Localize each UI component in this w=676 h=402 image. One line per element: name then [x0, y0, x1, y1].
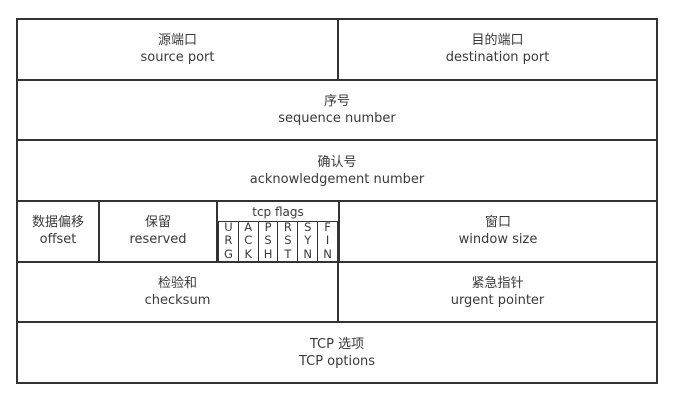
flag-syn: S Y N [298, 219, 319, 261]
flag-fin: F I N [318, 219, 338, 261]
flag-rst-letter-1: R [283, 219, 292, 234]
flag-fin-letter-2: I [325, 233, 330, 248]
flag-psh: P S H [259, 219, 279, 261]
header-row-options: TCP 选项 TCP options [18, 323, 656, 382]
flag-psh-letter-2: S [264, 233, 272, 248]
field-tcp-options-label-cn: TCP 选项 [309, 336, 365, 352]
field-checksum-label-cn: 检验和 [157, 275, 197, 291]
field-source-port-label-cn: 源端口 [157, 33, 197, 49]
field-reserved-label-en: reserved [129, 232, 187, 248]
flag-syn-letter-3: N [303, 247, 313, 261]
flag-ack-letter-3: K [244, 247, 253, 261]
field-urgent-pointer-label-en: urgent pointer [450, 293, 545, 309]
flag-ack: A C K [239, 219, 259, 261]
flag-psh-letter-3: H [263, 247, 273, 261]
field-tcp-flags: tcp flags U R G A C K P S H R [218, 202, 340, 261]
flag-rst-letter-2: S [284, 233, 292, 248]
flag-fin-letter-3: N [323, 247, 332, 261]
flag-rst-letter-3: T [284, 247, 292, 261]
field-tcp-options-label-en: TCP options [298, 353, 376, 369]
field-checksum-label-en: checksum [144, 293, 211, 309]
field-urgent-pointer: 紧急指针 urgent pointer [339, 263, 656, 322]
flag-rst: R S T [278, 219, 299, 261]
field-sequence-number-label-cn: 序号 [323, 93, 350, 109]
field-reserved: 保留 reserved [100, 202, 218, 261]
flag-psh-letter-1: P [264, 219, 272, 234]
field-destination-port-label-en: destination port [445, 50, 550, 66]
tcp-flags-title: tcp flags [252, 205, 304, 220]
field-window-size-label-en: window size [458, 232, 538, 248]
field-sequence-number-label-en: sequence number [278, 111, 396, 126]
header-row-ports: 源端口 source port 目的端口 destination port [18, 20, 656, 81]
field-reserved-label-cn: 保留 [144, 215, 171, 231]
header-row-offset-flags-window: 数据偏移 offset 保留 reserved tcp flags U R G … [18, 202, 656, 263]
header-row-sequence: 序号 sequence number [18, 81, 656, 142]
header-row-acknowledgement: 确认号 acknowledgement number [18, 141, 656, 203]
field-tcp-options: TCP 选项 TCP options [18, 323, 656, 382]
flag-syn-letter-2: Y [304, 233, 312, 248]
field-acknowledgement-number-label-en: acknowledgement number [249, 171, 425, 187]
field-acknowledgement-number-label-cn: 确认号 [317, 154, 357, 170]
flag-fin-letter-1: F [324, 219, 331, 234]
field-window-size: 窗口 window size [340, 202, 656, 261]
field-acknowledgement-number: 确认号 acknowledgement number [18, 141, 656, 200]
field-destination-port: 目的端口 destination port [339, 20, 656, 79]
header-row-checksum-urgent: 检验和 checksum 紧急指针 urgent pointer [18, 262, 656, 324]
field-source-port-label-en: source port [140, 50, 215, 66]
field-destination-port-label-cn: 目的端口 [471, 33, 524, 49]
flag-ack-letter-2: C [244, 233, 253, 248]
flag-syn-letter-1: S [304, 219, 312, 234]
field-sequence-number: 序号 sequence number [18, 81, 656, 140]
flag-urg-letter-1: U [224, 219, 233, 234]
flag-urg-letter-3: G [223, 247, 233, 261]
flag-urg-letter-2: R [224, 233, 233, 248]
field-checksum: 检验和 checksum [18, 262, 339, 322]
field-data-offset-label-cn: 数据偏移 [31, 215, 84, 231]
field-data-offset: 数据偏移 offset [18, 202, 100, 261]
tcp-header-diagram: 源端口 source port 目的端口 destination port 序号… [16, 18, 658, 384]
tcp-flags-cells: U R G A C K P S H R S T [218, 219, 338, 261]
flag-urg: U R G [219, 219, 239, 261]
field-urgent-pointer-label-cn: 紧急指针 [471, 275, 524, 291]
field-data-offset-label-en: offset [39, 232, 77, 248]
field-source-port: 源端口 source port [18, 20, 339, 79]
field-window-size-label-cn: 窗口 [484, 215, 511, 231]
flag-ack-letter-1: A [244, 219, 253, 234]
